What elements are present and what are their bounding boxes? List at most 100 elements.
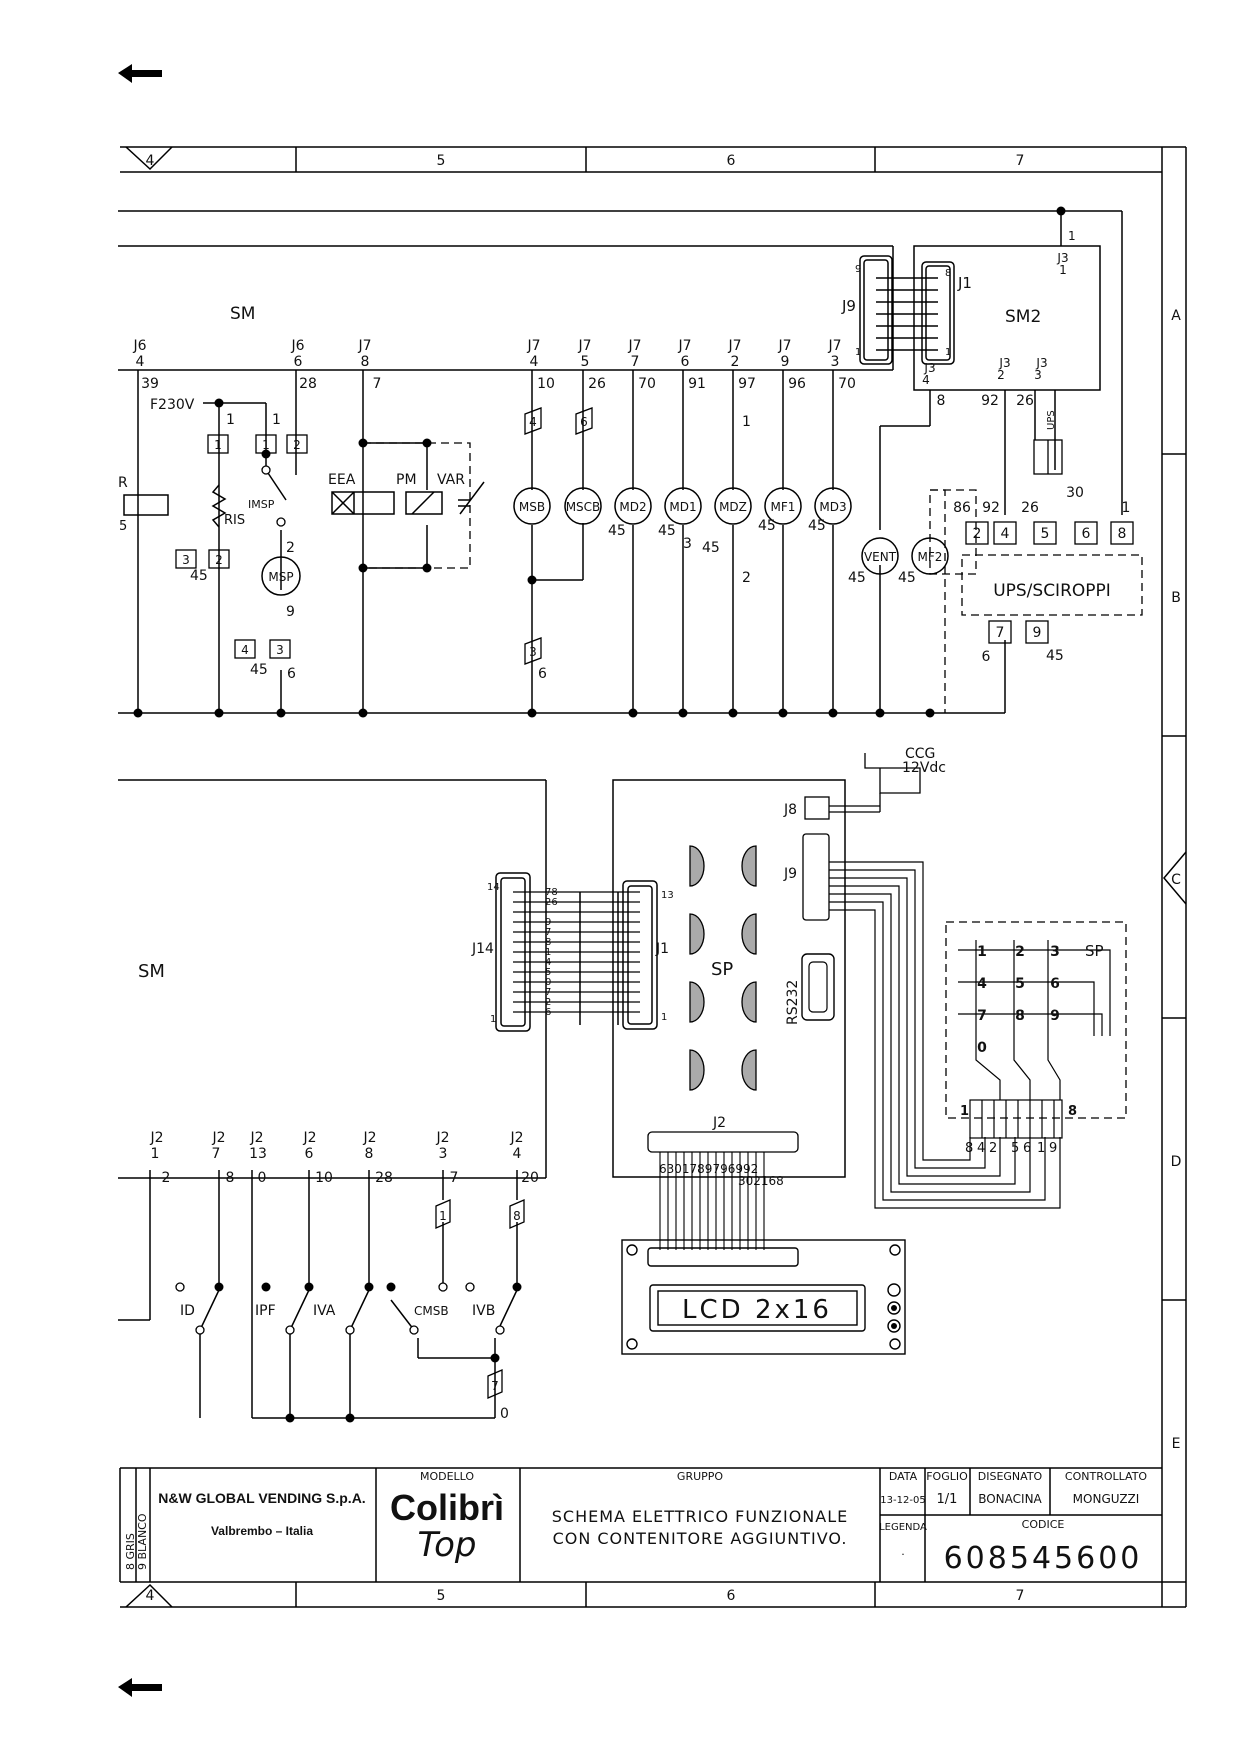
- svg-text:9: 9: [1033, 625, 1042, 641]
- svg-text:3: 3: [276, 643, 284, 657]
- col-label: 5: [437, 153, 446, 169]
- svg-text:J6: J6: [132, 338, 146, 354]
- key[interactable]: 0: [977, 1040, 987, 1056]
- svg-text:6: 6: [538, 666, 547, 682]
- svg-text:9: 9: [1049, 1141, 1057, 1156]
- svg-text:70: 70: [638, 376, 656, 392]
- ris-label: RIS: [224, 513, 245, 528]
- sm2-conn-pin: 4: [922, 373, 930, 387]
- legend-value: .: [901, 1545, 905, 1558]
- svg-text:3: 3: [439, 1146, 448, 1162]
- key[interactable]: 7: [977, 1008, 987, 1024]
- j9-pin: 1: [855, 347, 861, 358]
- sm2-board-label: SM2: [1005, 307, 1041, 327]
- msp-label: MSP: [268, 570, 293, 584]
- svg-text:J2: J2: [509, 1130, 523, 1146]
- svg-text:45: 45: [702, 540, 720, 556]
- model-name: Colibrì: [390, 1487, 504, 1528]
- ccg-label: CCG: [905, 746, 935, 762]
- legend-label: LEGENDA: [879, 1522, 927, 1533]
- svg-text:10: 10: [537, 376, 555, 392]
- key[interactable]: 1: [977, 944, 987, 960]
- key[interactable]: 3: [1050, 944, 1060, 960]
- group-label: GRUPPO: [677, 1470, 723, 1483]
- sm2-wire: 8: [937, 393, 946, 409]
- key[interactable]: 5: [1015, 976, 1025, 992]
- svg-text:6: 6: [287, 666, 296, 682]
- imsp-label: IMSP: [248, 498, 275, 511]
- back-arrow-bottom[interactable]: [118, 1678, 162, 1697]
- svg-text:45: 45: [190, 568, 208, 584]
- svg-text:0: 0: [258, 1170, 267, 1186]
- keypad-label: SP: [1085, 942, 1104, 960]
- j1-pin: 8: [945, 268, 951, 279]
- key[interactable]: 2: [1015, 944, 1025, 960]
- sheet-label: FOGLIO: [926, 1470, 968, 1483]
- svg-text:45: 45: [848, 570, 866, 586]
- svg-text:2: 2: [742, 570, 751, 586]
- keypad-conn-right: 8: [1068, 1104, 1077, 1119]
- description-line1: SCHEMA ELETTRICO FUNZIONALE: [552, 1507, 848, 1526]
- svg-text:1: 1: [151, 1146, 160, 1162]
- svg-text:39: 39: [141, 376, 159, 392]
- svg-text:1: 1: [545, 947, 551, 958]
- md3-motor: [814, 487, 852, 525]
- svg-text:4: 4: [136, 354, 145, 370]
- svg-text:1: 1: [214, 438, 222, 452]
- keypad: [958, 940, 1111, 1139]
- svg-text:2: 2: [973, 526, 982, 542]
- sm2-conn-id: J3: [1056, 251, 1068, 265]
- svg-text:6: 6: [982, 649, 991, 665]
- svg-text:7: 7: [545, 927, 551, 938]
- checked-label: CONTROLLATO: [1065, 1470, 1147, 1483]
- col-label: 4: [146, 1588, 155, 1604]
- row-label: A: [1171, 308, 1181, 324]
- svg-text:7: 7: [631, 354, 640, 370]
- checked-value: MONGUZZI: [1073, 1492, 1140, 1506]
- title-block-grid: [119, 1467, 1162, 1582]
- motor-label: MD1: [669, 500, 696, 514]
- key[interactable]: 4: [977, 976, 987, 992]
- svg-text:J7: J7: [357, 338, 371, 354]
- svg-text:9: 9: [781, 354, 790, 370]
- keypad-conn-left: 1: [960, 1104, 969, 1119]
- motor-label: MD3: [819, 500, 846, 514]
- svg-text:8: 8: [965, 1141, 973, 1156]
- j2-sp-connector: [647, 1131, 799, 1153]
- sm2-conn-pin: 2: [997, 368, 1005, 382]
- drawing-frame: [120, 146, 1187, 1608]
- key[interactable]: 6: [1050, 976, 1060, 992]
- sm2-conn-id: J3: [923, 361, 935, 375]
- svg-text:7: 7: [373, 376, 382, 392]
- svg-text:26: 26: [1021, 500, 1039, 516]
- sheet-value: 1/1: [937, 1492, 958, 1507]
- j2-wires-b: 302168: [738, 1174, 784, 1188]
- svg-text:45: 45: [1046, 648, 1064, 664]
- key[interactable]: 8: [1015, 1008, 1025, 1024]
- svg-text:45: 45: [758, 518, 776, 534]
- side-code: 8 GRIS: [124, 1533, 137, 1570]
- date-label: DATA: [889, 1470, 918, 1483]
- svg-text:3: 3: [831, 354, 840, 370]
- svg-text:26: 26: [588, 376, 606, 392]
- j1-bottom-label: J1: [655, 941, 669, 957]
- col-label: 6: [727, 153, 736, 169]
- vent-motor: [861, 537, 899, 575]
- svg-text:J2: J2: [435, 1130, 449, 1146]
- back-arrow-top[interactable]: [118, 64, 162, 83]
- key[interactable]: 9: [1050, 1008, 1060, 1024]
- j9-connector-label: J9: [841, 297, 856, 315]
- rs232-port: [801, 953, 835, 1021]
- svg-text:45: 45: [658, 523, 676, 539]
- svg-text:2: 2: [162, 1170, 171, 1186]
- motors: [513, 487, 949, 575]
- sp-board-label: SP: [711, 959, 733, 980]
- sm2-conn-pin: 3: [1034, 368, 1042, 382]
- j2-lcd-wires: [659, 1152, 765, 1250]
- j1-pin: 1: [945, 347, 951, 358]
- motor-label: MSB: [519, 500, 545, 514]
- svg-text:6: 6: [580, 415, 588, 429]
- md1-motor: [664, 487, 702, 525]
- svg-text:9: 9: [545, 917, 551, 928]
- mf2-motor: [911, 537, 949, 575]
